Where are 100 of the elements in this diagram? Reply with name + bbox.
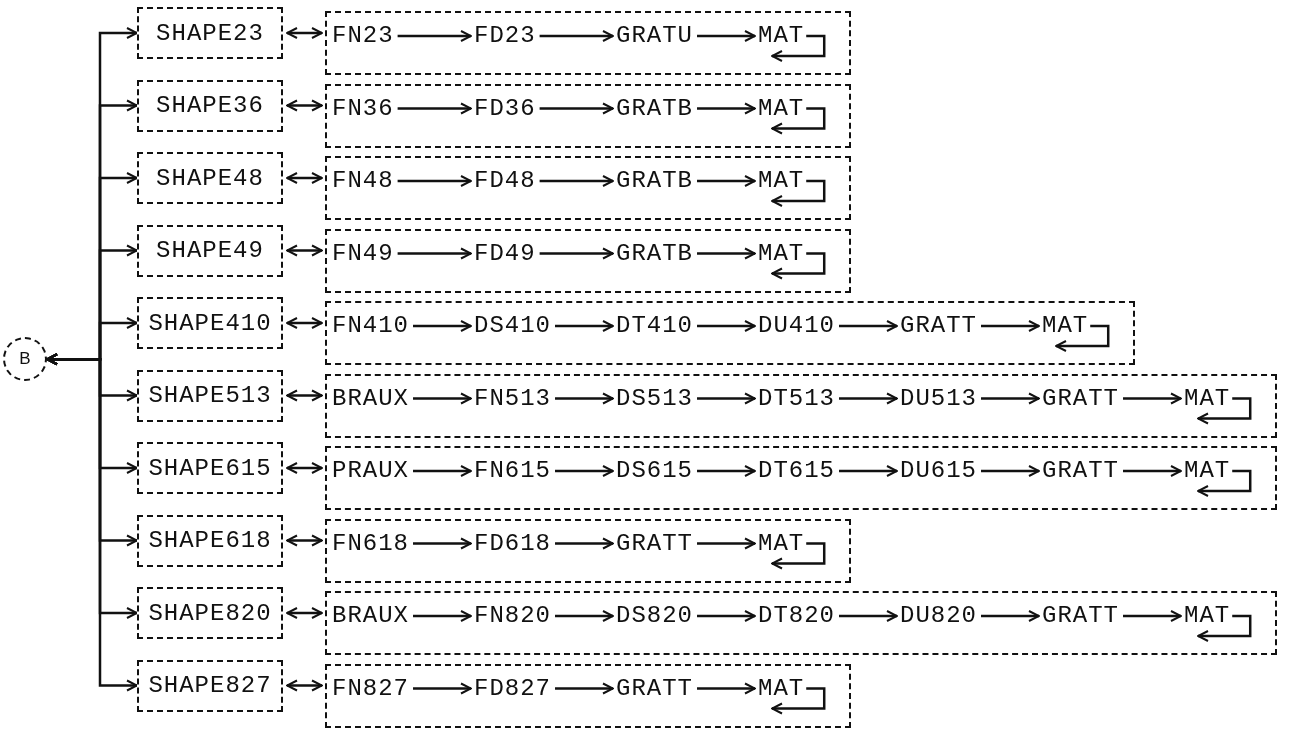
step-label: DT513 bbox=[758, 384, 835, 413]
arrow bbox=[555, 610, 614, 622]
arrow bbox=[286, 27, 323, 39]
step-label: FN410 bbox=[332, 312, 409, 340]
step-label: GRATT bbox=[1042, 457, 1119, 485]
group-box bbox=[325, 83, 851, 148]
loop-arrow bbox=[771, 179, 826, 207]
step-label: GRATT bbox=[616, 674, 693, 703]
step-label: PRAUX bbox=[332, 457, 409, 485]
arrow bbox=[1123, 465, 1182, 477]
step-label: FD827 bbox=[474, 674, 551, 703]
step-label: DU410 bbox=[758, 312, 835, 340]
step-label: DT615 bbox=[758, 457, 835, 485]
arrow bbox=[697, 392, 756, 405]
group-box bbox=[325, 228, 851, 293]
arrow bbox=[539, 247, 614, 260]
loop-arrow bbox=[1055, 324, 1110, 352]
arrow bbox=[555, 392, 614, 405]
arrow bbox=[413, 682, 472, 695]
group-box bbox=[325, 663, 851, 728]
arrow bbox=[286, 462, 323, 474]
arrow bbox=[286, 99, 323, 112]
step-label: FN36 bbox=[332, 94, 394, 123]
step-label: FN23 bbox=[332, 22, 394, 50]
step-label: GRATB bbox=[616, 94, 693, 123]
arrow bbox=[839, 320, 898, 332]
arrow bbox=[413, 465, 472, 477]
group-box bbox=[325, 11, 851, 75]
arrow bbox=[397, 102, 472, 115]
arrow bbox=[286, 534, 323, 547]
step-label: FN49 bbox=[332, 239, 394, 268]
arrow bbox=[286, 172, 323, 184]
step-label: FN618 bbox=[332, 529, 409, 558]
arrow bbox=[1123, 610, 1182, 622]
step-label: GRATB bbox=[616, 239, 693, 268]
loop-arrow bbox=[771, 34, 826, 62]
step-label: MAT bbox=[758, 239, 805, 268]
process-box: SHAPE615 bbox=[137, 442, 283, 494]
step-label: FD618 bbox=[474, 529, 551, 558]
arrow bbox=[286, 389, 323, 402]
loop-arrow bbox=[771, 107, 826, 135]
arrow bbox=[286, 244, 323, 257]
process-box: SHAPE36 bbox=[137, 79, 283, 132]
step-label: DT410 bbox=[616, 312, 693, 340]
loop-arrow bbox=[1197, 397, 1252, 425]
arrow bbox=[286, 679, 323, 692]
step-label: DU615 bbox=[900, 457, 977, 485]
step-label: MAT bbox=[758, 529, 805, 558]
step-label: GRATU bbox=[616, 22, 693, 50]
loop-arrow bbox=[1197, 469, 1252, 497]
step-label: MAT bbox=[1184, 602, 1231, 630]
group-box bbox=[325, 591, 1277, 655]
process-box: SHAPE618 bbox=[137, 514, 283, 567]
arrow bbox=[286, 607, 323, 619]
step-label: BRAUX bbox=[332, 384, 409, 413]
arrow bbox=[539, 30, 614, 42]
arrow bbox=[286, 317, 323, 329]
step-label: MAT bbox=[758, 167, 805, 195]
step-label: FD36 bbox=[474, 94, 536, 123]
step-label: DS410 bbox=[474, 312, 551, 340]
step-label: MAT bbox=[1184, 384, 1231, 413]
arrow bbox=[555, 320, 614, 332]
arrow bbox=[413, 537, 472, 550]
process-box: SHAPE513 bbox=[137, 369, 283, 422]
arrow bbox=[839, 610, 898, 622]
arrow bbox=[555, 682, 614, 695]
arrow bbox=[539, 175, 614, 187]
process-box: SHAPE48 bbox=[137, 152, 283, 204]
step-label: FD48 bbox=[474, 167, 536, 195]
step-label: FN48 bbox=[332, 167, 394, 195]
arrow bbox=[555, 537, 614, 550]
step-label: DT820 bbox=[758, 602, 835, 630]
arrow bbox=[839, 465, 898, 477]
group-box bbox=[325, 156, 851, 220]
arrow bbox=[697, 30, 756, 42]
arrow bbox=[397, 175, 472, 187]
step-label: FN513 bbox=[474, 384, 551, 413]
loop-arrow bbox=[771, 542, 826, 570]
step-label: FN827 bbox=[332, 674, 409, 703]
step-label: DS820 bbox=[616, 602, 693, 630]
process-box: SHAPE410 bbox=[137, 297, 283, 349]
arrow bbox=[397, 247, 472, 260]
arrow bbox=[981, 392, 1040, 405]
arrow bbox=[839, 392, 898, 405]
step-label: MAT bbox=[758, 674, 805, 703]
arrow bbox=[981, 320, 1040, 332]
arrow bbox=[697, 320, 756, 332]
step-label: MAT bbox=[1042, 312, 1089, 340]
arrow bbox=[46, 353, 138, 692]
step-label: GRATT bbox=[900, 312, 977, 340]
arrow bbox=[697, 102, 756, 115]
step-label: FN820 bbox=[474, 602, 551, 630]
step-label: MAT bbox=[758, 22, 805, 50]
arrow bbox=[539, 102, 614, 115]
arrow bbox=[413, 320, 472, 332]
step-label: GRATT bbox=[1042, 384, 1119, 413]
step-label: GRATT bbox=[1042, 602, 1119, 630]
arrow bbox=[697, 610, 756, 622]
process-box: SHAPE827 bbox=[137, 659, 283, 712]
arrow bbox=[413, 610, 472, 622]
